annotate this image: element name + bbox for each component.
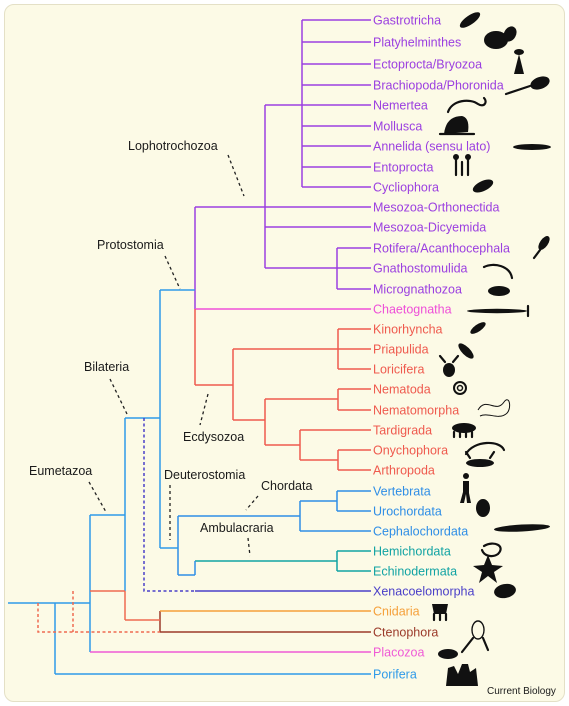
taxon-label-annelida-sensu-lato: Annelida (sensu lato) [373,140,490,154]
taxon-label-arthropoda: Arthropoda [373,464,435,478]
taxon-label-chaetognatha: Chaetognatha [373,303,452,317]
human-icon [460,473,471,503]
snail-icon [438,116,476,136]
taxon-label-nematomorpha: Nematomorpha [373,404,459,418]
leader-protostomia [164,255,181,290]
taxon-label-gnathostomulida: Gnathostomulida [373,262,468,276]
taxon-label-priapulida: Priapulida [373,343,429,357]
bryozoan-icon [514,49,524,74]
clade-label-eumetazoa: Eumetazoa [29,464,92,478]
taxon-label-platyhelminthes: Platyhelminthes [373,36,461,50]
taxon-label-gastrotricha: Gastrotricha [373,14,441,28]
alt-xenacoelomorpha [143,418,195,592]
tree-branches [8,19,371,675]
clade-label-lophotrochozoa: Lophotrochozoa [128,139,218,153]
taxon-label-hemichordata: Hemichordata [373,545,451,559]
taxon-label-echinodermata: Echinodermata [373,565,457,579]
gastrotrich-icon [459,12,481,28]
jellyfish-icon [432,604,448,622]
arthropod-icon [464,450,496,467]
alt-ctenophora-first [37,603,160,633]
starfish-icon [473,555,503,583]
velvet-worm-icon [464,441,506,456]
annelid-icon [513,144,551,150]
leader-ecdysozoa [199,393,209,426]
clade-label-chordata: Chordata [261,479,312,493]
taxon-label-tardigrada: Tardigrada [373,424,432,438]
clade-leader-lines [88,154,259,557]
taxon-label-brachiopoda-phoronida: Brachiopoda/Phoronida [373,79,504,93]
arrow-worm-icon [467,304,530,318]
source-credit: Current Biology [487,686,556,697]
acoel-icon [494,583,516,599]
brachiopod-icon [504,76,550,96]
taxon-label-mesozoa-orthonectida: Mesozoa-Orthonectida [373,201,500,215]
clade-label-ecdysozoa: Ecdysozoa [183,430,244,444]
leader-bilateria [109,378,128,415]
horsehair-worm-icon [477,399,511,417]
taxon-label-entoprocta: Entoprocta [373,161,434,175]
micrognathozoan-icon [488,286,510,296]
placozoan-icon [438,649,458,659]
taxon-label-ectoprocta-bryozoa: Ectoprocta/Bryozoa [373,58,482,72]
taxon-label-vertebrata: Vertebrata [373,485,431,499]
kinorhynch-icon [470,322,486,334]
leader-chordata [245,495,259,511]
taxon-label-porifera: Porifera [373,668,417,682]
taxon-label-mollusca: Mollusca [373,120,422,134]
leader-eumetazoa [88,481,107,513]
taxon-label-cephalochordata: Cephalochordata [373,525,468,539]
taxon-label-onychophora: Onychophora [373,444,448,458]
nematode-icon [453,381,467,395]
taxon-label-mesozoa-dicyemida: Mesozoa-Dicyemida [373,221,486,235]
loriciferan-icon [438,354,460,377]
taxon-label-cycliophora: Cycliophora [373,181,439,195]
taxon-label-cnidaria: Cnidaria [373,605,420,619]
flatworm-icon [484,26,517,49]
lancelet-icon [494,524,550,532]
taxon-label-nemertea: Nemertea [373,99,428,113]
taxon-label-xenacoelomorpha: Xenacoelomorpha [373,585,475,599]
clade-label-bilateria: Bilateria [84,360,129,374]
taxon-label-urochordata: Urochordata [373,505,442,519]
clade-label-ambulacraria: Ambulacraria [200,521,274,535]
nemertean-icon [446,96,487,114]
leader-lophotrochozoa [227,154,245,197]
taxon-labels: GastrotrichaPlatyhelminthesEctoprocta/Br… [373,14,510,682]
clade-label-deuterostomia: Deuterostomia [164,468,245,482]
clade-label-protostomia: Protostomia [97,238,164,252]
taxon-label-loricifera: Loricifera [373,363,424,377]
gnathostomulid-icon [482,263,514,280]
taxon-label-nematoda: Nematoda [373,383,431,397]
taxon-label-rotifera-acanthocephala: Rotifera/Acanthocephala [373,242,510,256]
taxon-label-micrognathozoa: Micrognathozoa [373,283,462,297]
cycliophoran-icon [472,179,494,193]
tardigrade-icon [452,423,476,439]
tunicate-icon [476,499,490,517]
priapulid-icon [458,343,474,359]
acorn-worm-icon [480,542,502,558]
rotifer-icon [532,236,550,260]
comb-jelly-icon [460,620,490,654]
taxon-label-placozoa: Placozoa [373,646,424,660]
leader-ambulacraria [247,537,251,557]
entoproct-icon [453,154,471,177]
taxon-label-ctenophora: Ctenophora [373,626,438,640]
sponge-icon [446,664,478,686]
organism-silhouettes [432,12,551,686]
taxon-label-kinorhyncha: Kinorhyncha [373,323,443,337]
